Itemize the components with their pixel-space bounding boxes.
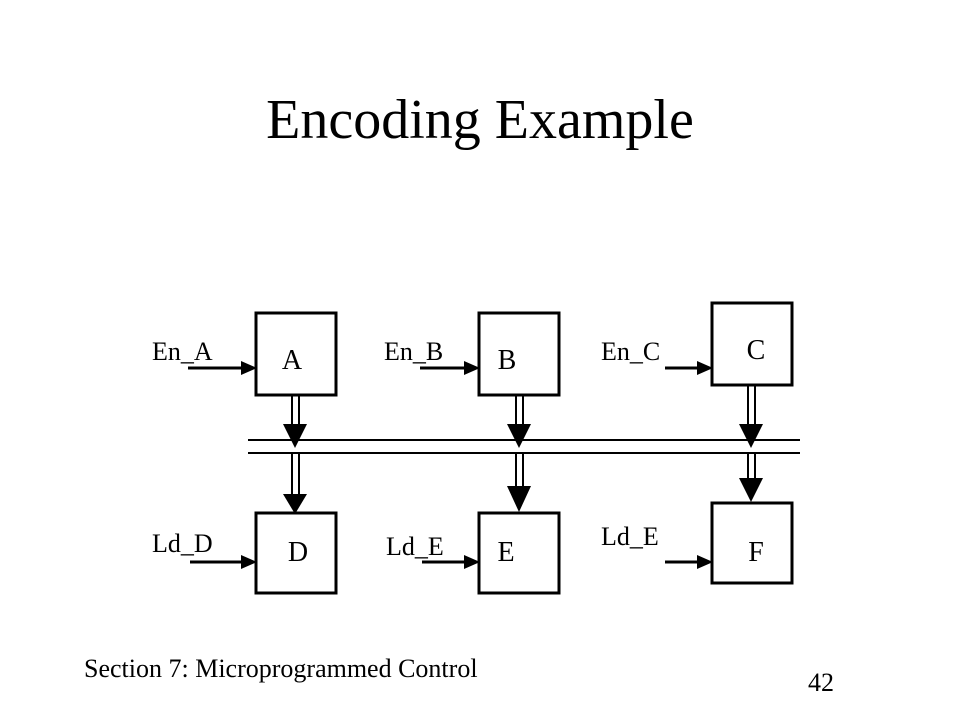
register-a-label: A bbox=[282, 345, 303, 376]
register-c: C bbox=[710, 301, 794, 387]
register-f: F bbox=[710, 501, 794, 585]
register-e: E bbox=[477, 511, 561, 595]
arrow-c-to-bus bbox=[739, 386, 763, 448]
register-e-label: E bbox=[497, 537, 514, 568]
signal-en-b-label: En_B bbox=[384, 337, 443, 366]
signal-en-c-label: En_C bbox=[601, 337, 660, 366]
signal-ld-e-middle-label: Ld_E bbox=[386, 532, 444, 561]
register-b-label: B bbox=[498, 345, 517, 376]
arrow-a-to-bus bbox=[283, 396, 307, 448]
register-a: A bbox=[254, 311, 338, 397]
slide-footer: Section 7: Microprogrammed Control bbox=[84, 654, 478, 683]
register-b: B bbox=[477, 311, 561, 397]
arrow-bus-to-f bbox=[739, 453, 763, 502]
register-d: D bbox=[254, 511, 338, 595]
register-c-label: C bbox=[747, 335, 766, 366]
signal-ld-e-right-label: Ld_E bbox=[601, 522, 659, 551]
page-number: 42 bbox=[808, 668, 834, 697]
bus bbox=[248, 439, 800, 454]
slide-title: Encoding Example bbox=[266, 89, 694, 151]
arrow-bus-to-d bbox=[283, 453, 307, 514]
register-f-label: F bbox=[748, 537, 764, 568]
arrow-b-to-bus bbox=[507, 396, 531, 448]
register-d-label: D bbox=[288, 537, 308, 568]
signal-arrows bbox=[188, 361, 713, 569]
signal-ld-d-label: Ld_D bbox=[152, 529, 213, 558]
arrow-bus-to-e bbox=[507, 453, 531, 512]
signal-en-a-label: En_A bbox=[152, 337, 213, 366]
